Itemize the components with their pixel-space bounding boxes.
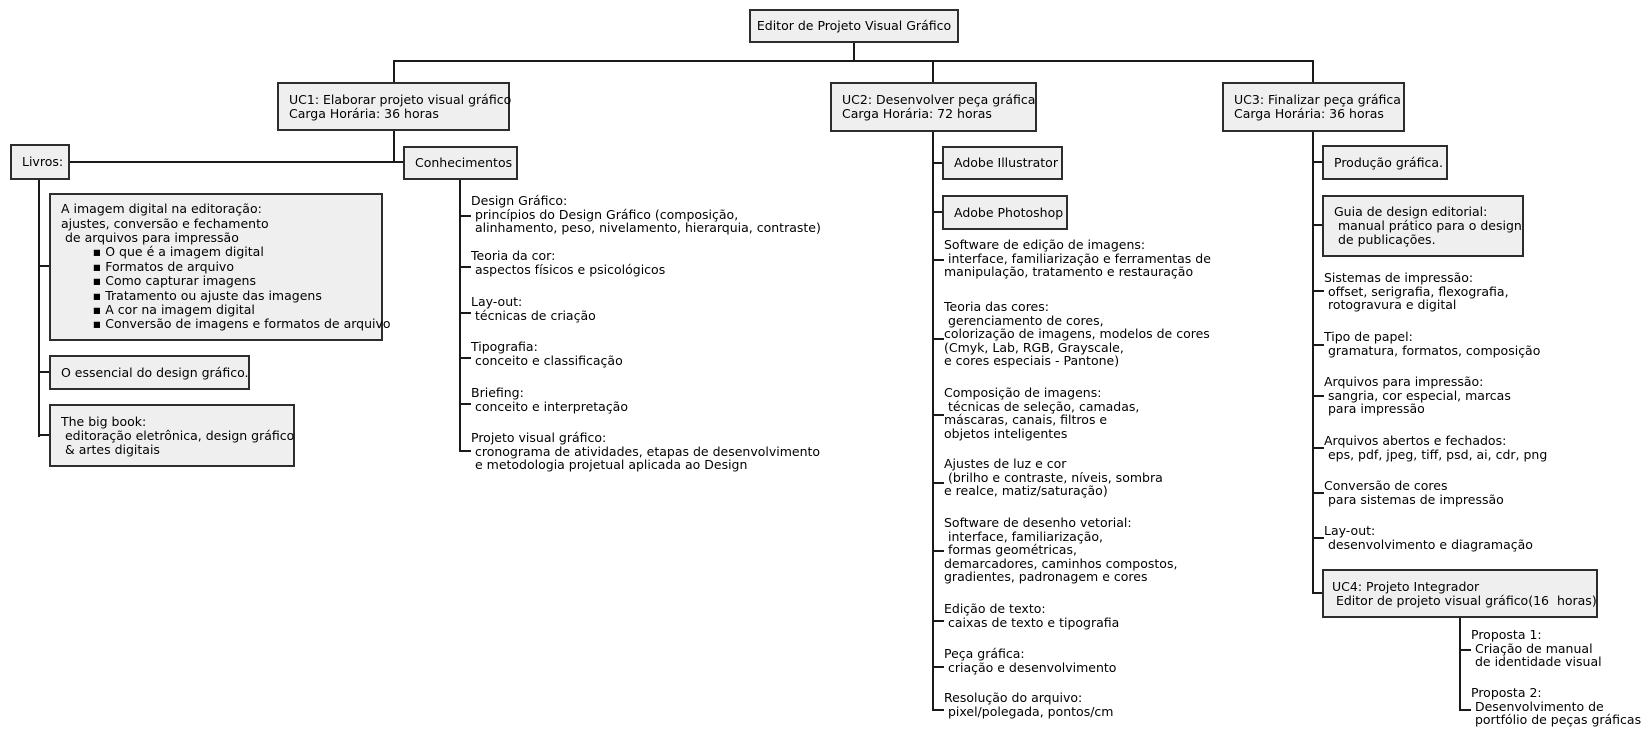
conhecimentos-item-tipografia: Tipografia: conceito e classificação bbox=[471, 339, 623, 368]
connector-uc1-stub bbox=[393, 60, 395, 84]
connector-uc2-tick-8 bbox=[932, 709, 944, 711]
uc2-item-software-edicao: Software de edição de imagens: interface… bbox=[944, 237, 1211, 280]
connector-uc2-tick-7 bbox=[932, 666, 944, 668]
connector-uc4-trunk bbox=[1459, 617, 1461, 711]
connector-conhecimentos-trunk bbox=[459, 180, 461, 452]
uc2-item-resolucao-arquivo: Resolução do arquivo: pixel/polegada, po… bbox=[944, 690, 1114, 719]
conhecimentos-item-briefing: Briefing: conceito e interpretação bbox=[471, 385, 628, 414]
uc3-item-tipo-papel: Tipo de papel: gramatura, formatos, comp… bbox=[1324, 329, 1541, 358]
connector-book3-tick bbox=[38, 434, 50, 436]
node-book-the-big-book: The big book: editoração eletrônica, des… bbox=[49, 404, 295, 467]
connector-uc2-tick-4 bbox=[932, 482, 944, 484]
connector-book2-tick bbox=[38, 371, 50, 373]
uc2-item-software-vetorial: Software de desenho vetorial: interface,… bbox=[944, 515, 1178, 585]
node-uc2: UC2: Desenvolver peça gráfica Carga Horá… bbox=[830, 82, 1037, 132]
node-uc1: UC1: Elaborar projeto visual gráfico Car… bbox=[277, 82, 511, 131]
connector-uc3-tick-3 bbox=[1312, 395, 1324, 397]
uc4-proposta-1: Proposta 1: Criação de manual de identid… bbox=[1471, 627, 1602, 670]
conhecimentos-item-teoria-da-cor: Teoria da cor: aspectos físicos e psicol… bbox=[471, 248, 666, 277]
node-livros-label: Livros: bbox=[10, 144, 70, 180]
connector-conh-tick-3 bbox=[459, 312, 471, 314]
connector-conh-tick-5 bbox=[459, 403, 471, 405]
conhecimentos-item-design-grafico: Design Gráfico: princípios do Design Grá… bbox=[471, 193, 821, 236]
connector-producao-tick bbox=[1312, 161, 1322, 163]
connector-conh-tick-4 bbox=[459, 357, 471, 359]
uc2-item-peca-grafica: Peça gráfica: criação e desenvolvimento bbox=[944, 646, 1117, 675]
connector-proposta2-tick bbox=[1459, 709, 1471, 711]
connector-uc1-down bbox=[393, 131, 395, 163]
node-guia-design-editorial: Guia de design editorial: manual prático… bbox=[1322, 195, 1524, 257]
connector-uc2-tick-1 bbox=[932, 259, 944, 261]
node-adobe-illustrator: Adobe Illustrator bbox=[942, 146, 1063, 180]
connector-uc3-tick-1 bbox=[1312, 290, 1324, 292]
uc2-item-composicao-imagens: Composição de imagens: técnicas de seleç… bbox=[944, 385, 1140, 441]
connector-conh-tick-1 bbox=[459, 215, 471, 217]
connector-uc4-tick bbox=[1312, 592, 1322, 594]
connector-root-down bbox=[853, 42, 855, 62]
node-book-essencial-design: O essencial do design gráfico. bbox=[49, 355, 250, 390]
connector-photoshop-tick bbox=[932, 211, 942, 213]
connector-livros-trunk bbox=[38, 180, 40, 437]
connector-guia-tick bbox=[1312, 224, 1322, 226]
connector-uc2-tick-6 bbox=[932, 620, 944, 622]
connector-proposta1-tick bbox=[1459, 649, 1471, 651]
conhecimentos-item-projeto-visual: Projeto visual gráfico: cronograma de at… bbox=[471, 430, 821, 473]
node-uc4: UC4: Projeto Integrador Editor de projet… bbox=[1322, 569, 1598, 618]
connector-uc2-tick-5 bbox=[932, 550, 944, 552]
connector-uc3-tick-6 bbox=[1312, 537, 1324, 539]
uc3-item-arquivos-impressao: Arquivos para impressão: sangria, cor es… bbox=[1324, 374, 1511, 417]
connector-uc3-tick-5 bbox=[1312, 492, 1324, 494]
node-conhecimentos-label: Conhecimentos bbox=[403, 146, 518, 180]
uc3-item-conversao-cores: Conversão de cores para sistemas de impr… bbox=[1324, 478, 1504, 507]
uc4-proposta-2: Proposta 2: Desenvolvimento de portfólio… bbox=[1471, 685, 1642, 728]
connector-main-horizontal bbox=[393, 60, 1314, 62]
uc2-item-edicao-texto: Edição de texto: caixas de texto e tipog… bbox=[944, 601, 1120, 630]
uc3-item-sistemas-impressao: Sistemas de impressão: offset, serigrafi… bbox=[1324, 270, 1509, 313]
node-root-title: Editor de Projeto Visual Gráfico bbox=[749, 9, 959, 43]
connector-uc3-tick-4 bbox=[1312, 447, 1324, 449]
connector-book1-tick bbox=[38, 265, 50, 267]
connector-uc3-trunk bbox=[1312, 131, 1314, 594]
connector-uc2-trunk bbox=[932, 131, 934, 711]
uc3-item-lay-out: Lay-out: desenvolvimento e diagramação bbox=[1324, 523, 1533, 552]
node-uc3: UC3: Finalizar peça gráfica Carga Horári… bbox=[1222, 82, 1405, 132]
node-producao-grafica: Produção gráfica. bbox=[1322, 145, 1448, 180]
uc3-item-arquivos-abertos: Arquivos abertos e fechados: eps, pdf, j… bbox=[1324, 433, 1548, 462]
node-adobe-photoshop: Adobe Photoshop bbox=[942, 195, 1068, 230]
connector-illustrator-tick bbox=[932, 162, 942, 164]
connector-uc3-tick-2 bbox=[1312, 344, 1324, 346]
node-book-imagem-digital: A imagem digital na editoração: ajustes,… bbox=[49, 193, 391, 341]
connector-uc2-tick-2 bbox=[932, 338, 944, 340]
connector-uc3-stub bbox=[1312, 60, 1314, 84]
connector-uc2-stub bbox=[932, 60, 934, 84]
connector-livros-horizontal bbox=[69, 161, 404, 163]
uc2-item-teoria-das-cores: Teoria das cores: gerenciamento de cores… bbox=[944, 299, 1210, 369]
conhecimentos-item-lay-out: Lay-out: técnicas de criação bbox=[471, 294, 596, 323]
connector-conh-tick-6 bbox=[459, 450, 471, 452]
uc2-item-ajustes-luz-cor: Ajustes de luz e cor (brilho e contraste… bbox=[944, 456, 1163, 499]
connector-conh-tick-2 bbox=[459, 266, 471, 268]
connector-uc2-tick-3 bbox=[932, 414, 944, 416]
